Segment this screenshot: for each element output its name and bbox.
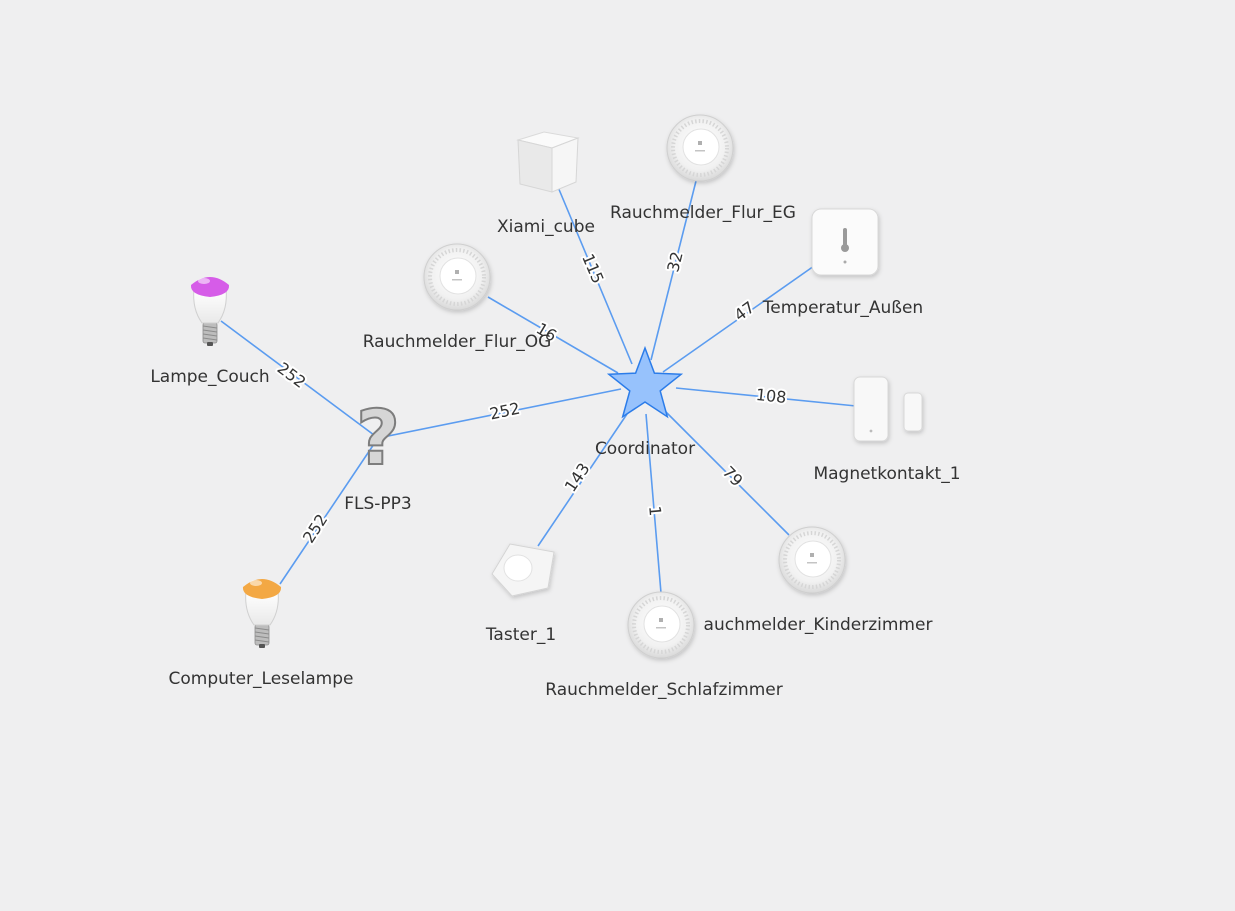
node-label-flur_eg: Rauchmelder_Flur_EG [610, 203, 796, 223]
node-label-coordinator: Coordinator [595, 439, 695, 459]
edges-layer [220, 180, 857, 594]
node-label-taster: Taster_1 [485, 625, 556, 645]
thermometer-sensor-icon [811, 208, 879, 276]
node-label-xiami: Xiami_cube [497, 217, 595, 237]
edge-taster [537, 413, 628, 547]
edge-magnet [675, 387, 857, 407]
edge-lampe [220, 320, 379, 439]
node-kinder[interactable]: auchmelder_Kinderzimmer [704, 526, 933, 635]
edge-label-flur_eg: 32 [663, 250, 686, 274]
node-lampe[interactable]: Lampe_Couch [150, 277, 270, 387]
edge-label-magnet: 108 [755, 385, 787, 407]
smoke-detector-icon [666, 114, 734, 182]
edge-computer [279, 437, 379, 585]
node-xiami[interactable]: Xiami_cube [497, 131, 595, 237]
node-label-temp: Temperatur_Außen [762, 298, 923, 318]
node-temp[interactable]: Temperatur_Außen [762, 208, 923, 318]
node-label-flur_og: Rauchmelder_Flur_OG [363, 332, 552, 352]
button-switch-icon [491, 543, 555, 597]
node-schlaf[interactable]: Rauchmelder_Schlafzimmer [545, 591, 783, 700]
nodes-layer: Coordinator Xiami_cube Rauchmelder_Flur_EG… [150, 114, 961, 700]
node-flur_og[interactable]: Rauchmelder_Flur_OG [363, 243, 552, 352]
node-label-kinder: auchmelder_Kinderzimmer [704, 615, 933, 635]
edge-label-flspp3: 252 [488, 399, 522, 424]
edge-temp [662, 265, 815, 373]
node-label-computer: Computer_Leselampe [169, 669, 354, 689]
bulb-color-icon [190, 277, 230, 346]
edge-label-schlaf: 1 [645, 505, 665, 517]
edge-label-kinder: 79 [719, 462, 747, 490]
node-magnet[interactable]: Magnetkontakt_1 [813, 376, 961, 484]
edge-xiami [557, 186, 633, 365]
node-coordinator[interactable]: Coordinator [595, 345, 695, 459]
edge-label-taster: 143 [561, 459, 594, 495]
smoke-detector-icon [627, 591, 695, 659]
node-computer[interactable]: Computer_Leselampe [169, 579, 354, 689]
edge-schlaf [645, 413, 662, 594]
node-label-lampe: Lampe_Couch [150, 367, 269, 387]
smoke-detector-icon [778, 526, 846, 594]
node-taster[interactable]: Taster_1 [485, 543, 556, 645]
svg-text:?: ? [356, 393, 400, 482]
star-icon [606, 345, 684, 419]
edge-flur_og [487, 296, 619, 374]
unknown-device-icon: ? [355, 392, 401, 483]
edge-flspp3 [377, 388, 622, 439]
node-label-schlaf: Rauchmelder_Schlafzimmer [545, 680, 783, 700]
bulb-warm-icon [242, 579, 282, 648]
edge-kinder [659, 405, 790, 536]
node-label-flspp3: FLS-PP3 [344, 494, 412, 514]
edge-label-xiami: 115 [578, 251, 607, 287]
node-flspp3[interactable]: ? FLS-PP3 [344, 392, 412, 514]
door-contact-icon [853, 376, 923, 442]
node-flur_eg[interactable]: Rauchmelder_Flur_EG [610, 114, 796, 223]
smoke-detector-icon [423, 243, 491, 311]
node-label-magnet: Magnetkontakt_1 [813, 464, 960, 484]
cube-icon [516, 131, 580, 193]
edge-flur_eg [650, 180, 697, 361]
